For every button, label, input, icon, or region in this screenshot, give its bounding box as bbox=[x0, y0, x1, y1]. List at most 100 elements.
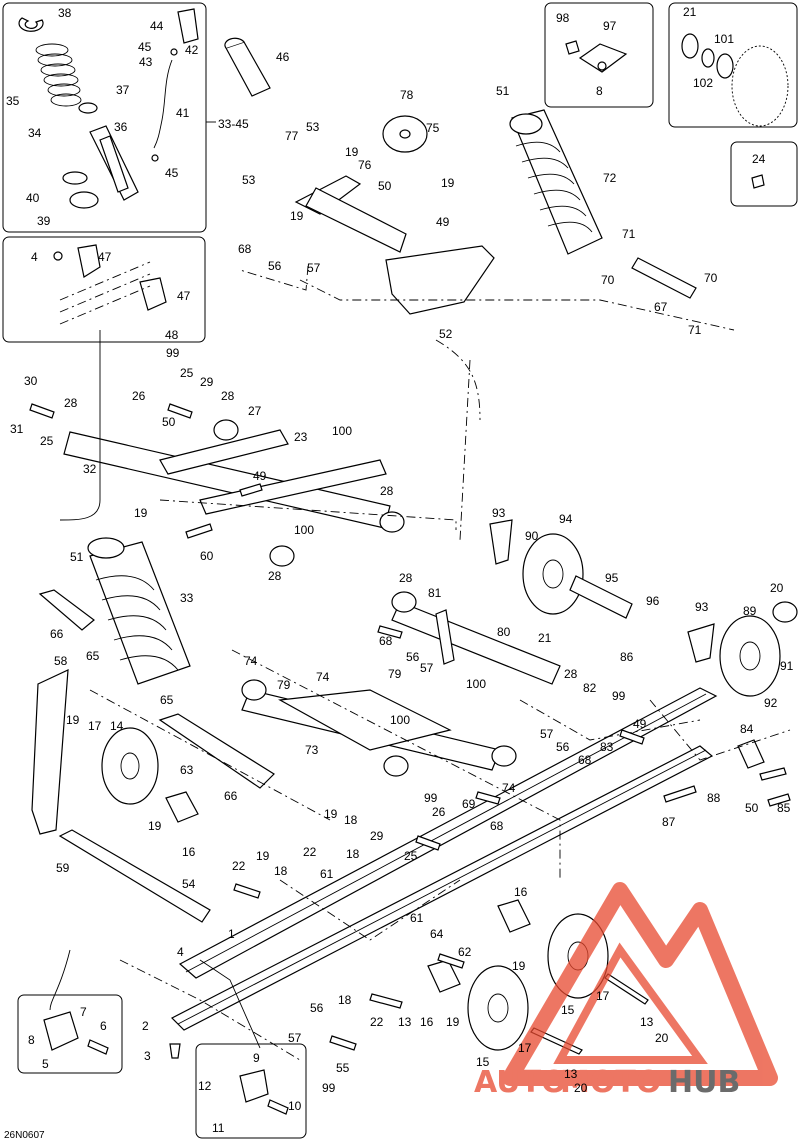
watermark: AUTO MOTO HUB bbox=[474, 882, 778, 1100]
callout-4b: 4 bbox=[177, 945, 184, 959]
callout-50a: 50 bbox=[378, 179, 392, 193]
callout-93a: 93 bbox=[492, 506, 506, 520]
callout-70a: 70 bbox=[601, 273, 615, 287]
callout-15a: 15 bbox=[561, 1003, 575, 1017]
callout-16a: 16 bbox=[182, 845, 196, 859]
callout-69: 69 bbox=[462, 797, 476, 811]
callout-50b: 50 bbox=[162, 415, 176, 429]
callout-47b: 47 bbox=[177, 289, 191, 303]
callout-5: 5 bbox=[42, 1057, 49, 1071]
callout-28b: 28 bbox=[221, 389, 235, 403]
callout-74b: 74 bbox=[316, 670, 330, 684]
callout-3: 3 bbox=[144, 1049, 151, 1063]
shaft-63 bbox=[158, 713, 275, 789]
callout-99a: 99 bbox=[166, 346, 180, 360]
callout-56a: 56 bbox=[268, 259, 282, 273]
callout-38: 38 bbox=[58, 6, 72, 20]
callout-81: 81 bbox=[428, 586, 442, 600]
callout-13a: 13 bbox=[398, 1015, 412, 1029]
callout-79b: 79 bbox=[388, 667, 402, 681]
callout-28c: 28 bbox=[380, 484, 394, 498]
callout-51b: 51 bbox=[70, 550, 84, 564]
inset-box-front-stopper bbox=[17, 994, 123, 1074]
callout-92: 92 bbox=[764, 696, 778, 710]
callout-8b: 8 bbox=[28, 1033, 35, 1047]
callout-45: 45 bbox=[138, 40, 152, 54]
callout-56d: 56 bbox=[310, 1001, 324, 1015]
callout-29a: 29 bbox=[200, 375, 214, 389]
callout-68b: 68 bbox=[379, 634, 393, 648]
callout-94: 94 bbox=[559, 512, 573, 526]
callout-61b: 61 bbox=[410, 911, 424, 925]
callout-19i: 19 bbox=[512, 959, 526, 973]
callout-39: 39 bbox=[37, 214, 51, 228]
callout-87: 87 bbox=[662, 815, 676, 829]
bracket-93b bbox=[687, 623, 715, 663]
callout-36: 36 bbox=[114, 120, 128, 134]
callout-99c: 99 bbox=[424, 791, 438, 805]
callout-8a: 8 bbox=[596, 84, 603, 98]
callout-21a: 21 bbox=[683, 5, 697, 19]
callout-88: 88 bbox=[707, 791, 721, 805]
callout-28d: 28 bbox=[268, 569, 282, 583]
callout-35: 35 bbox=[6, 94, 20, 108]
callout-4a: 4 bbox=[31, 250, 38, 264]
callout-27: 27 bbox=[248, 404, 262, 418]
inset-box-wheel bbox=[668, 2, 798, 128]
callout-59: 59 bbox=[56, 861, 70, 875]
callout-66b: 66 bbox=[224, 789, 238, 803]
front-shock-33 bbox=[87, 537, 191, 685]
inset-box-shock bbox=[2, 2, 207, 233]
callout-23: 23 bbox=[294, 430, 308, 444]
callout-98: 98 bbox=[556, 11, 570, 25]
callout-62: 62 bbox=[458, 945, 472, 959]
callout-7: 7 bbox=[80, 1005, 87, 1019]
callout-52: 52 bbox=[439, 327, 453, 341]
watermark-moto: MOTO bbox=[560, 1065, 661, 1100]
inset-box-clips bbox=[2, 236, 206, 343]
bracket-16a bbox=[165, 791, 199, 823]
callout-89: 89 bbox=[743, 604, 757, 618]
callout-72: 72 bbox=[603, 171, 617, 185]
callout-16b: 16 bbox=[514, 885, 528, 899]
callout-78: 78 bbox=[400, 88, 414, 102]
callout-100c: 100 bbox=[466, 677, 486, 691]
callout-66a: 66 bbox=[50, 627, 64, 641]
callout-26b: 26 bbox=[432, 805, 446, 819]
callout-49a: 49 bbox=[436, 215, 450, 229]
callout-70b: 70 bbox=[704, 271, 718, 285]
callout-44: 44 bbox=[150, 19, 164, 33]
callout-102: 102 bbox=[693, 76, 713, 90]
callout-79a: 79 bbox=[277, 678, 291, 692]
bracket-84 bbox=[737, 739, 765, 769]
wheel-inset-parts bbox=[681, 33, 789, 127]
idler-wheel-14 bbox=[101, 727, 159, 805]
callout-49c: 49 bbox=[633, 717, 647, 731]
callout-28a: 28 bbox=[64, 396, 78, 410]
inset-box-bracket bbox=[544, 2, 654, 108]
callout-20a: 20 bbox=[770, 581, 784, 595]
callout-19a: 19 bbox=[345, 145, 359, 159]
rear-arm-73 bbox=[241, 679, 517, 777]
callout-25a: 25 bbox=[180, 366, 194, 380]
shaft-66 bbox=[38, 589, 95, 631]
callout-57d: 57 bbox=[288, 1031, 302, 1045]
slide-rail-left bbox=[178, 687, 718, 979]
watermark-auto: AUTO bbox=[474, 1065, 567, 1100]
callout-68c: 68 bbox=[578, 753, 592, 767]
clip-inset-parts bbox=[53, 244, 167, 325]
callout-17a: 17 bbox=[88, 719, 102, 733]
callout-labels: 38 44 45 42 43 46 35 37 41 33-45 34 36 4… bbox=[6, 5, 794, 1135]
callout-99b: 99 bbox=[612, 689, 626, 703]
callout-37: 37 bbox=[116, 83, 130, 97]
grease-fitting bbox=[751, 174, 765, 189]
callout-15b: 15 bbox=[476, 1055, 490, 1069]
callout-84: 84 bbox=[740, 722, 754, 736]
callout-57c: 57 bbox=[540, 727, 554, 741]
callout-74c: 74 bbox=[502, 781, 516, 795]
callout-68a: 68 bbox=[238, 242, 252, 256]
callout-26a: 26 bbox=[132, 389, 146, 403]
callout-19d: 19 bbox=[134, 506, 148, 520]
callout-22a: 22 bbox=[303, 845, 317, 859]
callout-53b: 53 bbox=[242, 173, 256, 187]
